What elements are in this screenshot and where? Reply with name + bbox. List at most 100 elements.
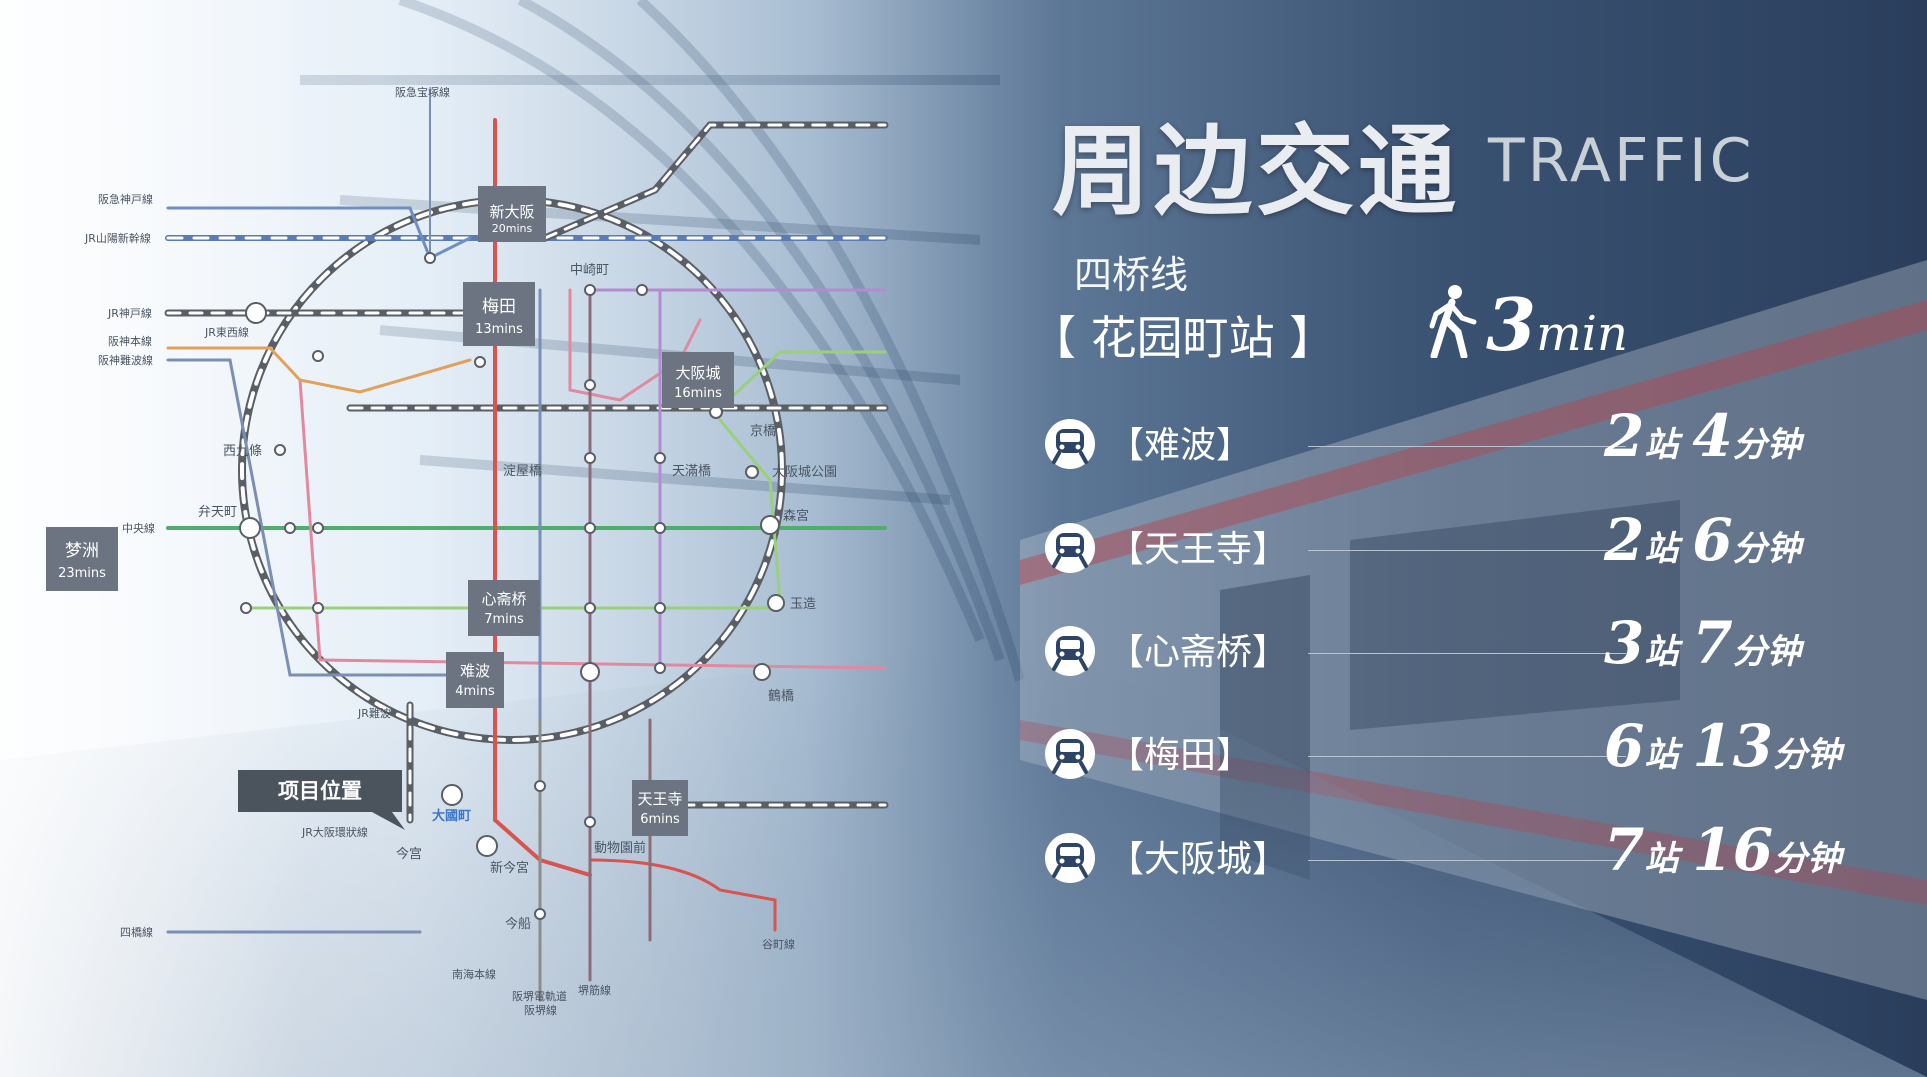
map-station-label: 西九條	[223, 444, 262, 459]
map-line-label: 阪神本線	[108, 334, 152, 348]
tanimachi-line	[588, 858, 777, 932]
route-stops-unit: 站	[1644, 425, 1679, 465]
map-station-label: 大阪城公園	[772, 465, 837, 480]
map-box-osaka-castle: 大阪城 16mins	[662, 352, 734, 408]
svg-text:天王寺: 天王寺	[637, 790, 682, 808]
page-title-en: TRAFFIC	[1488, 126, 1755, 196]
route-minutes: 7	[1692, 609, 1733, 677]
map-line-label: 阪急神戸線	[98, 192, 153, 206]
map-box-yumeshima: 梦洲 23mins	[46, 527, 118, 591]
walking-person-icon	[1429, 285, 1477, 358]
map-station-label: 今船	[505, 916, 531, 932]
map-station-label: 森宮	[783, 508, 809, 524]
route-minutes: 16	[1692, 816, 1774, 884]
route-destination: 【天王寺】	[1108, 529, 1289, 570]
map-station-label: 鶴橋	[768, 688, 794, 704]
map-station-label: 動物園前	[594, 840, 646, 856]
hankyu-line	[166, 206, 472, 261]
map-box-shin-osaka: 新大阪 20mins	[478, 186, 546, 242]
map-line-label: JR難波	[357, 707, 391, 720]
walk-time: 3min	[1486, 282, 1628, 367]
train-icon	[1045, 523, 1095, 573]
route-minutes-unit: 分钟	[1773, 839, 1842, 879]
route-minutes: 6	[1692, 506, 1733, 574]
map-station-label: 天滿橋	[672, 463, 711, 479]
svg-text:13mins: 13mins	[475, 322, 523, 337]
route-stops: 2	[1604, 402, 1645, 470]
svg-text:梅田: 梅田	[482, 297, 516, 317]
map-line-label: 南海本線	[452, 967, 496, 981]
svg-text:23mins: 23mins	[58, 566, 106, 581]
map-box-shinsaibashi: 心斋桥 7mins	[468, 580, 540, 636]
route-stops-unit: 站	[1644, 839, 1679, 879]
route-stops: 6	[1604, 712, 1645, 780]
route-minutes: 13	[1692, 712, 1774, 780]
walk-time-unit: min	[1536, 306, 1628, 362]
map-line-label: 堺筋線	[578, 983, 611, 997]
route-stops-unit: 站	[1644, 632, 1679, 672]
route-stops: 7	[1604, 816, 1645, 884]
map-line-label: JR山陽新幹線	[84, 231, 151, 245]
route-row: 【大阪城】 7站 16分钟	[1044, 816, 1864, 894]
train-icon	[1045, 833, 1095, 883]
map-line-label: JR東西線	[204, 325, 249, 339]
map-line-label: JR大阪環狀線	[301, 825, 368, 839]
route-stops-unit: 站	[1644, 529, 1679, 569]
map-line-label: JR神戸線	[107, 306, 152, 320]
svg-text:大阪城: 大阪城	[675, 364, 720, 382]
route-destination: 【心斋桥】	[1108, 632, 1289, 673]
route-minutes-unit: 分钟	[1732, 529, 1801, 569]
route-minutes-unit: 分钟	[1732, 632, 1801, 672]
map-box-umeda: 梅田 13mins	[463, 282, 535, 346]
svg-text:7mins: 7mins	[484, 612, 524, 627]
map-station-label: 弁天町	[198, 505, 237, 520]
route-minutes: 4	[1692, 402, 1733, 470]
svg-text:4mins: 4mins	[455, 684, 495, 699]
svg-text:16mins: 16mins	[674, 386, 722, 401]
station-name: 【 花园町站 】	[1030, 311, 1336, 365]
svg-text:梦洲: 梦洲	[65, 541, 99, 561]
map-station-label: 淀屋橋	[503, 464, 542, 479]
map-station-label: 玉造	[790, 597, 816, 612]
train-icon	[1045, 419, 1095, 469]
map-line-label: 谷町線	[762, 937, 795, 951]
project-location-callout: 项目位置	[238, 770, 405, 830]
svg-text:6mins: 6mins	[640, 812, 680, 827]
map-station-label: 中崎町	[570, 263, 609, 278]
route-divider	[1308, 756, 1626, 757]
map-line-label: 阪堺線	[524, 1003, 557, 1017]
jr-upper-line	[541, 121, 889, 242]
map-line-label: 阪急宝塚線	[395, 85, 450, 99]
route-stops: 2	[1604, 506, 1645, 574]
route-destination: 【大阪城】	[1108, 839, 1289, 880]
project-station-label: 大國町	[432, 808, 471, 824]
route-destination: 【梅田】	[1108, 735, 1253, 776]
svg-text:20mins: 20mins	[492, 222, 533, 235]
map-station-label: 今宫	[396, 846, 422, 862]
svg-text:难波: 难波	[460, 662, 490, 680]
route-divider	[1308, 860, 1626, 861]
route-divider	[1308, 550, 1626, 551]
map-station-label: 京橋	[750, 424, 776, 439]
train-icon	[1045, 729, 1095, 779]
map-line-label: 中央線	[122, 521, 155, 535]
map-station-label: 新今宮	[490, 860, 529, 876]
route-stops-unit: 站	[1644, 735, 1679, 775]
route-destination: 【难波】	[1108, 425, 1253, 466]
route-minutes-unit: 分钟	[1732, 425, 1801, 465]
train-icon	[1045, 626, 1095, 676]
line-name: 四桥线	[1074, 253, 1189, 297]
page-title: 周边交通	[1052, 114, 1461, 229]
svg-text:心斋桥: 心斋桥	[481, 590, 526, 608]
svg-text:项目位置: 项目位置	[278, 779, 362, 803]
map-line-label: 四橋線	[120, 925, 153, 939]
